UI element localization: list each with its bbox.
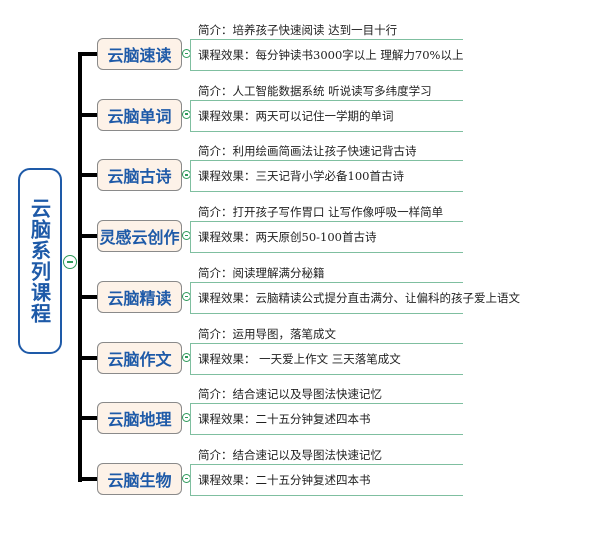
connector-spine bbox=[78, 52, 82, 482]
course-effect: 课程效果： 一天爱上作文 三天落笔成文 bbox=[198, 351, 401, 366]
detail-bracket bbox=[190, 281, 463, 314]
connector-spur bbox=[78, 294, 98, 299]
course-node[interactable]: 云脑单词 bbox=[97, 98, 182, 131]
course-effect: 课程效果：云脑精读公式提分直击满分、让偏科的孩子爱上语文 bbox=[198, 290, 520, 305]
connector-spur bbox=[78, 112, 98, 117]
detail-bracket bbox=[190, 342, 463, 375]
root-node[interactable]: 云脑系列课程 bbox=[18, 168, 62, 354]
detail-bracket bbox=[190, 403, 463, 436]
course-effect: 课程效果：二十五分钟复述四本书 bbox=[198, 472, 371, 487]
course-effect: 课程效果：两天原创50-100首古诗 bbox=[198, 230, 377, 245]
detail-bracket bbox=[190, 160, 463, 193]
connector-spur bbox=[78, 52, 98, 56]
detail-bracket bbox=[190, 221, 463, 254]
course-intro: 简介：培养孩子快速阅读 达到一目十行 bbox=[198, 23, 398, 37]
course-intro: 简介：结合速记以及导图法快速记忆 bbox=[198, 387, 382, 402]
course-effect: 课程效果：二十五分钟复述四本书 bbox=[198, 412, 371, 427]
detail-bracket bbox=[190, 39, 463, 71]
root-collapse-toggle-icon[interactable] bbox=[63, 255, 77, 269]
course-effect: 课程效果：三天记背小学必备100首古诗 bbox=[198, 169, 404, 184]
course-node[interactable]: 云脑生物 bbox=[97, 462, 182, 495]
course-intro: 简介：打开孩子写作胃口 让写作像呼吸一样简单 bbox=[198, 205, 444, 220]
course-node[interactable]: 云脑精读 bbox=[97, 280, 182, 313]
course-intro: 简介：结合速记以及导图法快速记忆 bbox=[198, 447, 382, 462]
connector-spur bbox=[78, 416, 98, 421]
course-intro: 简介：人工智能数据系统 听说读写多纬度学习 bbox=[198, 83, 432, 98]
course-effect: 课程效果：两天可以记住一学期的单词 bbox=[198, 108, 394, 123]
connector-spur bbox=[78, 355, 98, 360]
course-node[interactable]: 云脑古诗 bbox=[97, 159, 182, 192]
detail-bracket bbox=[190, 99, 463, 132]
course-node[interactable]: 灵感云创作 bbox=[97, 220, 182, 253]
course-intro: 简介：阅读理解满分秘籍 bbox=[198, 265, 325, 280]
course-effect: 课程效果：每分钟读书3000字以上 理解力70%以上 bbox=[198, 48, 464, 62]
root-title: 云脑系列课程 bbox=[27, 198, 52, 324]
connector-spur bbox=[78, 476, 98, 481]
connector-spur bbox=[78, 173, 98, 178]
course-node[interactable]: 云脑速读 bbox=[97, 38, 182, 70]
course-intro: 简介：运用导图，落笔成文 bbox=[198, 326, 336, 341]
course-node[interactable]: 云脑地理 bbox=[97, 402, 182, 435]
detail-bracket bbox=[190, 463, 463, 496]
connector-spur bbox=[78, 234, 98, 239]
course-intro: 简介：利用绘画简画法让孩子快速记背古诗 bbox=[198, 144, 417, 159]
course-node[interactable]: 云脑作文 bbox=[97, 341, 182, 374]
